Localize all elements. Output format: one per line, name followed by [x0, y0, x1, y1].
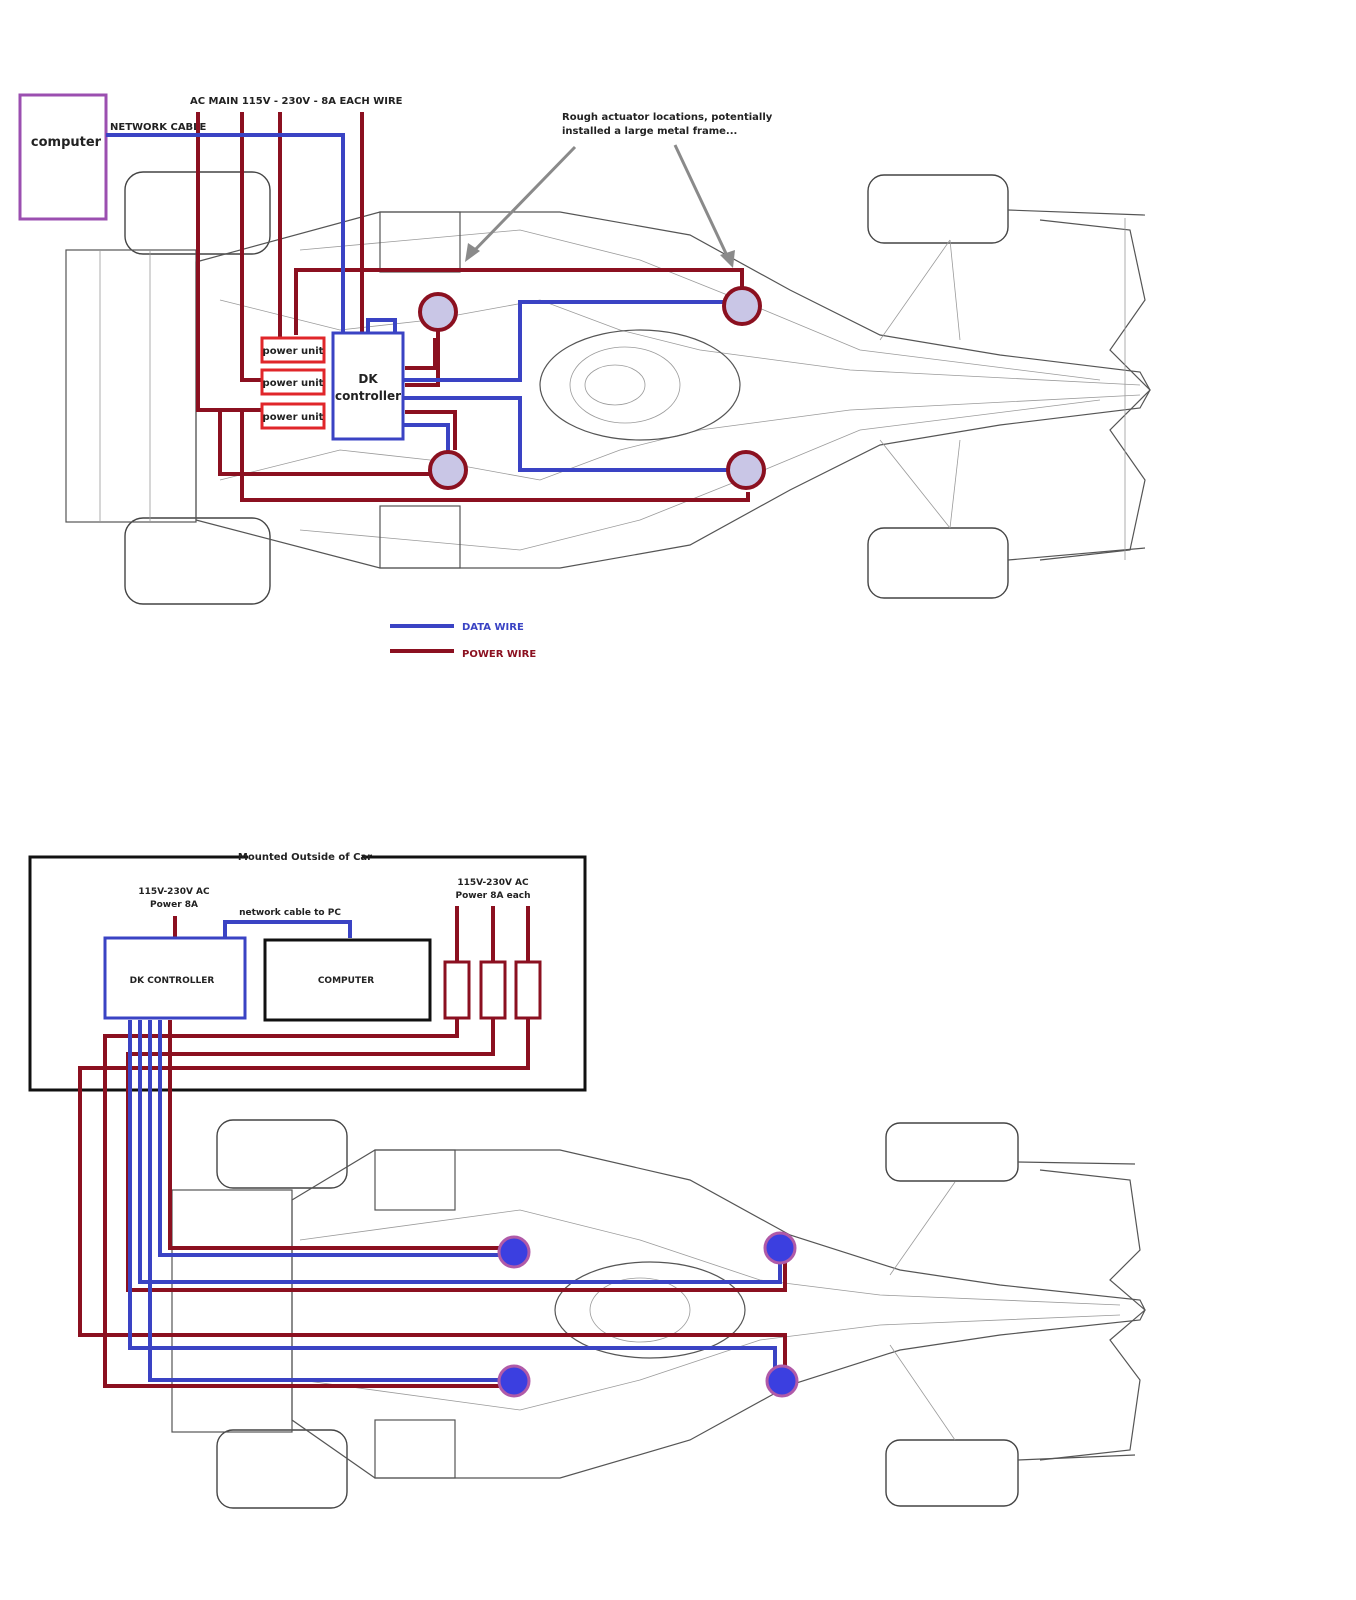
power-wires-top	[196, 112, 750, 502]
power-unit-bottom-3	[514, 960, 542, 1020]
ac-main-label: AC MAIN 115V - 230V - 8A EACH WIRE	[190, 96, 403, 107]
power-unit-1	[260, 336, 326, 364]
actuator-note-arrows	[465, 144, 735, 268]
actuator-bottom-rear-right	[497, 1364, 531, 1398]
power-unit-2-label: power unit	[263, 378, 324, 389]
units-power-line2: Power 8A each	[455, 891, 530, 901]
actuator-bottom-front-right	[765, 1364, 799, 1398]
actuator-note-line2: installed a large metal frame...	[562, 126, 737, 137]
computer-box-bottom	[263, 938, 432, 1022]
data-wires-top	[106, 133, 730, 472]
actuator-rear-right	[428, 450, 468, 490]
units-power-line1: 115V-230V AC	[457, 878, 529, 888]
controller-power-line2: Power 8A	[150, 900, 198, 910]
actuator-rear-left	[418, 292, 458, 332]
legend-power-wire: POWER WIRE	[462, 649, 536, 660]
car-outline-top	[65, 171, 1151, 605]
actuator-note-line1: Rough actuator locations, potentially	[562, 112, 773, 123]
dk-controller-line2: controller	[335, 389, 401, 403]
computer-label: computer	[31, 135, 102, 150]
actuators-top	[418, 286, 766, 490]
actuator-bottom-rear-left	[497, 1235, 531, 1269]
power-unit-bottom-1	[443, 960, 471, 1020]
power-units-bottom	[443, 960, 542, 1020]
power-unit-1-label: power unit	[263, 346, 324, 357]
dk-controller-line1: DK	[358, 372, 378, 386]
power-unit-3-label: power unit	[263, 412, 324, 423]
dk-controller-label-bottom: DK CONTROLLER	[130, 976, 215, 986]
data-wires-bottom	[128, 920, 782, 1382]
car-outline-bottom	[171, 1119, 1146, 1509]
legend: DATA WIRE POWER WIRE	[390, 622, 536, 660]
controller-power-line1: 115V-230V AC	[138, 887, 210, 897]
actuator-front-left	[722, 286, 762, 326]
enclosure: Mounted Outside of Car	[28, 852, 587, 1092]
legend-data-wire: DATA WIRE	[462, 622, 524, 633]
computer-label-bottom: COMPUTER	[318, 976, 374, 986]
power-units: power unit power unit power unit	[260, 336, 326, 430]
network-cable-to-pc-label: network cable to PC	[239, 908, 341, 918]
actuators-bottom	[497, 1231, 799, 1398]
power-unit-3	[260, 402, 326, 430]
dk-controller-box	[331, 331, 405, 441]
network-cable-label: NETWORK CABLE	[110, 122, 207, 133]
enclosure-label: Mounted Outside of Car	[238, 852, 372, 863]
dk-controller-box-bottom	[103, 936, 247, 1020]
power-unit-2	[260, 368, 326, 396]
actuator-bottom-front-left	[763, 1231, 797, 1265]
power-unit-bottom-2	[479, 960, 507, 1020]
computer-box	[18, 93, 108, 221]
actuator-front-right	[726, 450, 766, 490]
